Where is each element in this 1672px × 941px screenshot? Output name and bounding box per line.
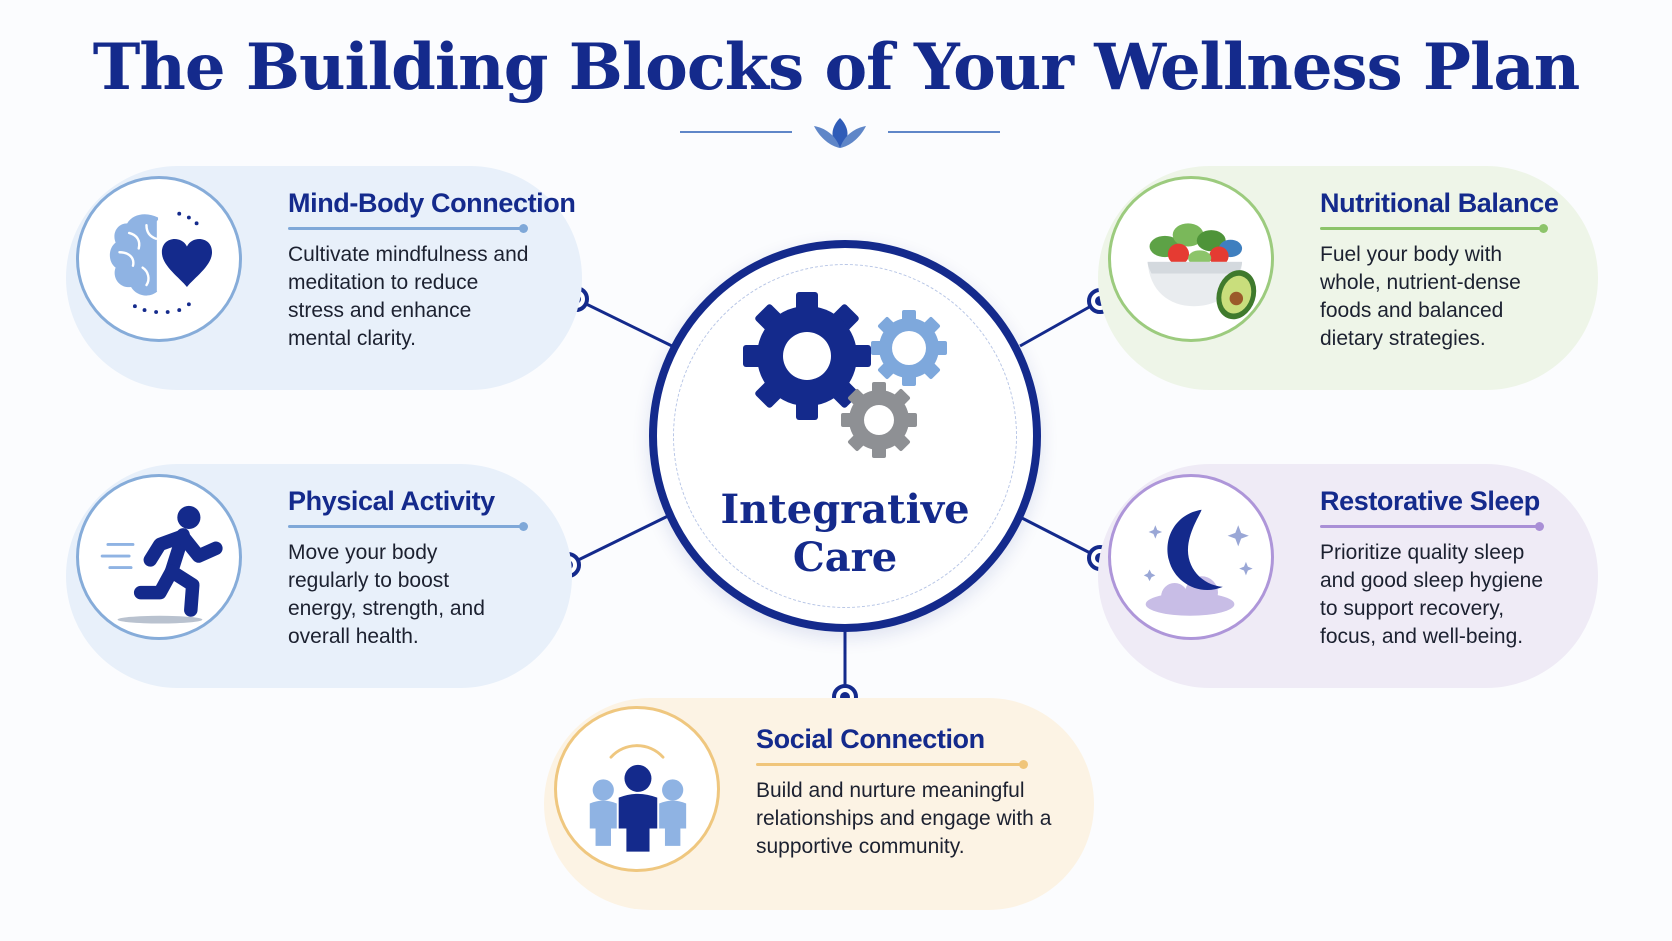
salad-bowl-icon bbox=[1147, 223, 1257, 320]
social-connection-icon-ring bbox=[554, 706, 720, 872]
card-title-mind-body: Mind-Body Connection bbox=[288, 188, 576, 218]
card-underline-nutritional-balance bbox=[1320, 224, 1548, 233]
card-title-restorative-sleep: Restorative Sleep bbox=[1320, 486, 1540, 516]
card-description-mind-body: Cultivate mindfulness and meditation to … bbox=[288, 243, 529, 350]
card-mind-body-connection: Mind-Body Connection Cultivate mindfulne… bbox=[66, 166, 582, 390]
card-description-physical-activity: Move your body regularly to boost energy… bbox=[288, 541, 485, 648]
card-title-nutritional-balance: Nutritional Balance bbox=[1320, 188, 1559, 218]
page-title: The Building Blocks of Your Wellness Pla… bbox=[92, 30, 1581, 105]
brain-heart-icon bbox=[109, 211, 213, 314]
mind-body-icon-ring bbox=[76, 176, 242, 342]
card-title-social-connection: Social Connection bbox=[756, 724, 985, 754]
card-social-connection: Social Connection Build and nurture mean… bbox=[544, 698, 1094, 910]
people-group-icon bbox=[589, 744, 687, 852]
card-title-physical-activity: Physical Activity bbox=[288, 486, 495, 516]
card-description-nutritional-balance: Fuel your body with whole, nutrient-dens… bbox=[1320, 243, 1521, 350]
gears-icon bbox=[743, 292, 947, 458]
card-description-restorative-sleep: Prioritize quality sleep and good sleep … bbox=[1320, 541, 1544, 648]
card-underline-physical-activity bbox=[288, 522, 528, 531]
physical-activity-icon-ring bbox=[76, 474, 242, 640]
card-restorative-sleep: Restorative Sleep Prioritize quality sle… bbox=[1098, 464, 1598, 688]
card-physical-activity: Physical Activity Move your body regular… bbox=[66, 464, 572, 688]
center-label-line2: Care bbox=[792, 534, 898, 581]
card-nutritional-balance: Nutritional Balance Fuel your body with … bbox=[1098, 166, 1598, 390]
card-underline-social-connection bbox=[756, 760, 1028, 769]
center-hub-integrative-care: Integrative Care bbox=[649, 240, 1041, 632]
center-label: Integrative Care bbox=[657, 486, 1033, 582]
lotus-divider-icon bbox=[680, 118, 1000, 148]
card-description-social-connection: Build and nurture meaningful relationshi… bbox=[756, 779, 1052, 858]
card-underline-mind-body bbox=[288, 224, 528, 233]
restorative-sleep-icon-ring bbox=[1108, 474, 1274, 640]
nutritional-balance-icon-ring bbox=[1108, 176, 1274, 342]
center-dashed-ring bbox=[673, 264, 1017, 608]
center-label-line1: Integrative bbox=[720, 486, 970, 533]
running-person-icon bbox=[100, 505, 223, 624]
moon-cloud-icon bbox=[1143, 509, 1253, 616]
card-underline-restorative-sleep bbox=[1320, 522, 1544, 531]
